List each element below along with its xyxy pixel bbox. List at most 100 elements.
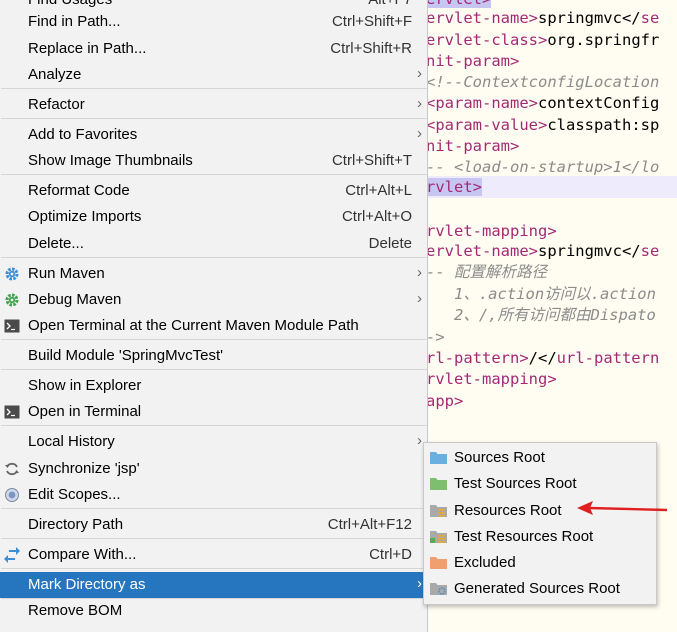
chevron-right-icon: › xyxy=(417,125,422,142)
menu-item-add-to-favorites[interactable]: Add to Favorites› xyxy=(28,125,422,143)
code-token: <param-name> xyxy=(428,94,538,112)
code-token: contextConfig xyxy=(537,94,660,112)
code-token: rvlet> xyxy=(428,178,482,196)
code-line: nit-param> xyxy=(428,50,519,72)
menu-separator xyxy=(1,568,427,569)
code-line: <!--ContextconfigLocation xyxy=(428,71,659,93)
menu-item-replace-in-path[interactable]: Replace in Path...Ctrl+Shift+R xyxy=(28,40,412,57)
excluded-folder-icon xyxy=(430,556,447,569)
code-token: 2、/,所有访问都由Dispato xyxy=(428,306,656,324)
test-sources-root-folder-icon xyxy=(430,477,447,490)
menu-item-remove-bom[interactable]: Remove BOM xyxy=(28,602,123,619)
sync-icon xyxy=(3,460,21,478)
submenu-item-test-resources-root[interactable]: Test Resources Root xyxy=(424,523,656,549)
menu-item-edit-scopes[interactable]: Edit Scopes... xyxy=(0,482,427,508)
submenu-item-generated-sources-root[interactable]: Generated Sources Root xyxy=(424,575,656,601)
menu-item-delete[interactable]: Delete...Delete xyxy=(28,235,412,252)
sources-root-folder-icon xyxy=(430,451,447,464)
code-line: ervlet-class>org.springfr xyxy=(428,29,659,51)
chevron-right-icon: › xyxy=(417,290,422,307)
resources-root-folder-icon xyxy=(430,504,447,517)
menu-item-synchronize[interactable]: Synchronize 'jsp' xyxy=(0,456,427,482)
code-token: -- <load-on-startup>1</lo xyxy=(428,158,660,176)
menu-item-mark-directory-as[interactable]: Mark Directory as› xyxy=(0,572,427,598)
menu-item-refactor[interactable]: Refactor› xyxy=(28,95,422,113)
code-line: -- 配置解析路径 xyxy=(428,261,547,283)
menu-item-find-in-path[interactable]: Find in Path...Ctrl+Shift+F xyxy=(28,13,412,30)
test-resources-root-folder-icon xyxy=(430,530,447,543)
code-line: rvlet-mapping> xyxy=(428,368,557,390)
menu-item-open-terminal-maven[interactable]: Open Terminal at the Current Maven Modul… xyxy=(0,313,427,339)
menu-separator xyxy=(1,174,427,175)
chevron-right-icon: › xyxy=(417,432,422,449)
annotation-arrow xyxy=(577,501,668,515)
menu-item-compare-with[interactable]: Compare With...Ctrl+D xyxy=(0,542,427,568)
code-token: 配置解析路径 xyxy=(454,263,548,281)
submenu-item-resources-root[interactable]: Resources Root xyxy=(424,497,656,523)
submenu-item-test-sources-root[interactable]: Test Sources Root xyxy=(424,470,656,496)
menu-item-run-maven[interactable]: Run Maven› xyxy=(0,261,427,287)
code-token: url-pattern xyxy=(556,349,660,367)
code-token: rvlet-mapping> xyxy=(428,370,557,388)
code-line: ervlet-name>springmvc</se xyxy=(428,240,659,262)
terminal-icon xyxy=(3,317,21,335)
menu-separator xyxy=(1,118,427,119)
submenu-item-sources-root[interactable]: Sources Root xyxy=(424,444,656,470)
code-token: ervlet> xyxy=(428,0,492,8)
menu-separator xyxy=(1,88,427,89)
scope-icon xyxy=(3,486,21,504)
code-line: rl-pattern>/</url-pattern xyxy=(428,347,659,369)
chevron-right-icon: › xyxy=(417,65,422,82)
compare-arrows-icon xyxy=(3,546,21,564)
code-token: se xyxy=(640,242,660,260)
code-token: ervlet-class> xyxy=(428,31,548,49)
menu-item-debug-maven[interactable]: Debug Maven› xyxy=(0,287,427,313)
code-token: /</ xyxy=(528,349,557,367)
menu-item-show-in-explorer[interactable]: Show in Explorer xyxy=(28,377,142,394)
code-line: ervlet> xyxy=(428,0,492,10)
code-token: org.springfr xyxy=(547,31,660,49)
gear-icon xyxy=(3,265,21,283)
menu-separator xyxy=(1,538,427,539)
menu-item-build-module[interactable]: Build Module 'SpringMvcTest' xyxy=(28,347,223,364)
code-token: nit-param> xyxy=(428,137,520,155)
menu-item-open-in-terminal[interactable]: Open in Terminal xyxy=(0,399,427,425)
code-token: springmvc</ xyxy=(537,242,641,260)
chevron-right-icon: › xyxy=(417,95,422,112)
code-token: app> xyxy=(428,392,464,410)
menu-separator xyxy=(1,508,427,509)
generated-sources-root-folder-icon xyxy=(430,582,447,595)
menu-item-local-history[interactable]: Local History› xyxy=(28,432,422,450)
code-line: -- <load-on-startup>1</lo xyxy=(428,156,659,178)
menu-item-find-usages[interactable]: Find UsagesAlt+F7 xyxy=(0,0,427,13)
code-line: <param-value>classpath:sp xyxy=(428,114,659,136)
menu-separator xyxy=(1,425,427,426)
terminal-icon xyxy=(3,403,21,421)
code-token: ervlet-name> xyxy=(428,242,538,260)
menu-item-analyze[interactable]: Analyze› xyxy=(28,65,422,83)
code-token: -> xyxy=(428,328,445,346)
code-line: nit-param> xyxy=(428,135,519,157)
code-token: -- xyxy=(428,263,454,281)
code-line: -> xyxy=(428,326,445,348)
submenu-item-excluded[interactable]: Excluded xyxy=(424,549,656,575)
code-token: classpath:sp xyxy=(547,116,660,134)
context-menu: Find UsagesAlt+F7 Find in Path...Ctrl+Sh… xyxy=(0,0,428,632)
code-token: <!--ContextconfigLocation xyxy=(428,73,660,91)
code-token: 1、.action访问以.action xyxy=(428,285,656,303)
chevron-right-icon: › xyxy=(417,575,422,592)
menu-separator xyxy=(1,598,427,599)
mark-directory-submenu: Sources Root Test Sources Root Resources… xyxy=(423,442,657,605)
code-token: <param-value> xyxy=(428,116,548,134)
gear-icon xyxy=(3,291,21,309)
code-line: 1、.action访问以.action xyxy=(428,283,656,305)
code-token: nit-param> xyxy=(428,52,520,70)
code-token: springmvc</ xyxy=(537,9,641,27)
code-token: rvlet-mapping> xyxy=(428,222,557,240)
menu-separator xyxy=(1,339,427,340)
code-token: rl-pattern> xyxy=(428,349,529,367)
